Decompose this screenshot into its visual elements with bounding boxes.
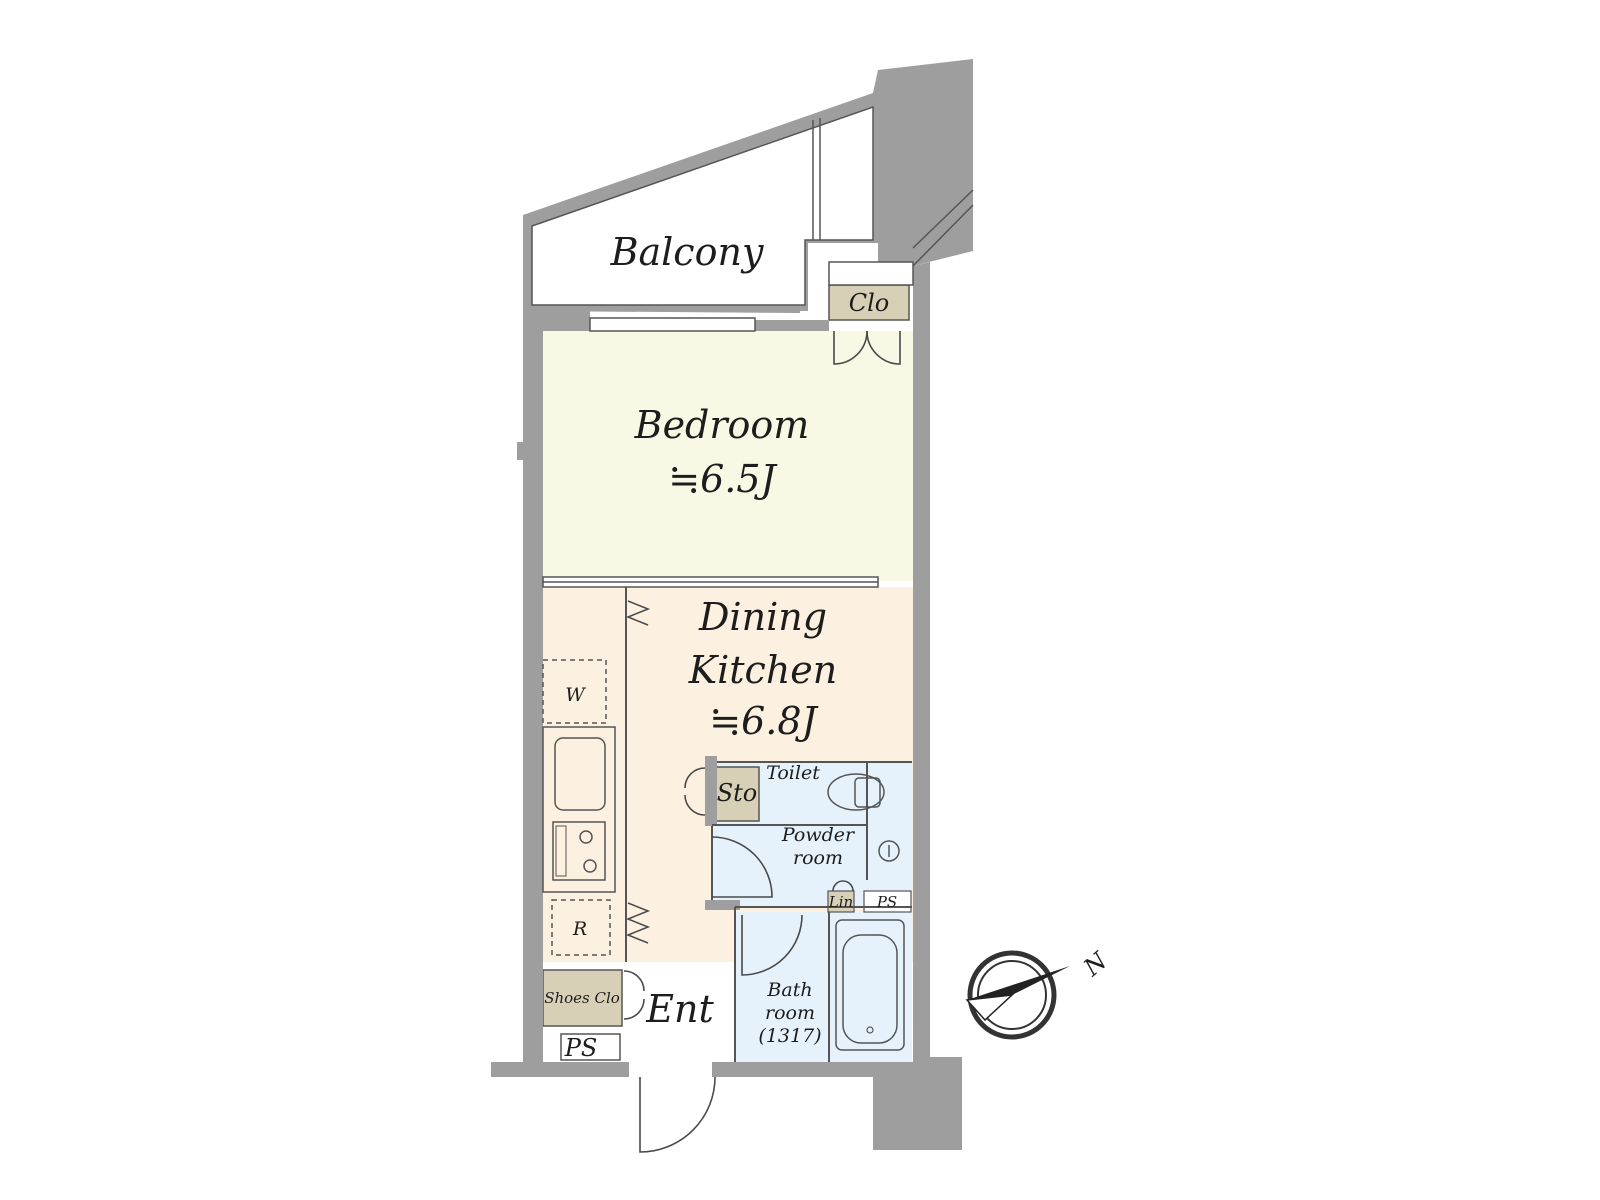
dining-label-line1: Dining (698, 595, 827, 639)
kitchen-sink (554, 737, 606, 811)
bedroom-area (543, 331, 913, 581)
bedroom-top-window (589, 317, 756, 332)
right-wall-column (878, 59, 973, 266)
balcony-floor (531, 105, 874, 306)
entrance-area (629, 962, 732, 1062)
bedroom-area-label: ≒6.5J (668, 457, 777, 501)
powder-door (711, 836, 773, 898)
closet-door-left (833, 330, 868, 365)
bathroom-label-line3: (1317) (758, 1025, 821, 1047)
bedroom-label: Bedroom (634, 403, 810, 447)
closet-header (828, 261, 914, 286)
powder-label-line1: Powder (781, 824, 856, 846)
shoes-closet (542, 969, 623, 1027)
shoes-closet-door-2 (623, 998, 645, 1020)
bathroom-area (735, 912, 912, 1062)
bathroom-label-line1: Bath (766, 979, 812, 1001)
sto-door-lower (684, 794, 706, 816)
linen-label: Lin (828, 893, 853, 911)
entrance-door (639, 1076, 716, 1153)
powder-label-line2: room (793, 847, 843, 869)
bath-door (741, 914, 803, 976)
washer-label: W (565, 684, 586, 706)
right-exterior-wall (913, 262, 930, 1062)
powder-sink (878, 840, 900, 862)
balcony-label: Balcony (610, 230, 764, 274)
compass-north-label: N (1078, 946, 1114, 982)
wet-area-wall-top (705, 756, 717, 826)
compass-ring-inner (977, 960, 1047, 1030)
refrigerator-space (551, 899, 611, 956)
folding-door-lower (625, 902, 651, 944)
compass-ring-outer (967, 950, 1057, 1040)
closet-label: Clo (849, 289, 890, 317)
toilet-bowl (827, 773, 885, 811)
ps-upper-label: PS (876, 893, 897, 911)
stove-burner-1 (579, 830, 593, 844)
wet-area-wall-mid (705, 900, 740, 910)
closet-door-right (866, 330, 901, 365)
bathtub (835, 919, 905, 1051)
dining-area-label: ≒6.8J (709, 699, 818, 743)
sto-door-upper (684, 767, 706, 789)
column-diag-2 (912, 189, 974, 249)
refrigerator-label: R (572, 918, 587, 940)
linen-door (832, 880, 854, 892)
bedroom-top-wall-left (523, 311, 590, 331)
storage-closet (715, 766, 760, 822)
toilet-tank (854, 777, 881, 808)
kitchen-stove (552, 821, 606, 881)
column-diag-1 (912, 204, 974, 267)
stove-burner-2 (583, 859, 597, 873)
entrance-label: Ent (645, 987, 714, 1031)
left-exterior-wall (523, 311, 543, 1062)
toilet-label: Toilet (766, 762, 820, 784)
bathtub-inner (842, 934, 898, 1044)
shoes-closet-label: Shoes Clo (544, 989, 620, 1007)
bathroom-label-line2: room (765, 1002, 815, 1024)
bedroom-top-wall-right (755, 320, 829, 331)
left-wall-nub (517, 442, 523, 460)
compass-needle-tail (965, 994, 1015, 1022)
bottom-wall-left (491, 1062, 629, 1077)
bathtub-drain (866, 1026, 874, 1034)
compass-needle (967, 966, 1070, 1000)
dining-label-line2: Kitchen (688, 648, 838, 692)
ps-lower-label: PS (564, 1034, 598, 1062)
shoes-closet-door-1 (623, 970, 645, 992)
folding-door-upper (625, 600, 651, 626)
compass (965, 950, 1070, 1040)
lower-right-column (873, 1057, 962, 1150)
washer-space (542, 659, 607, 724)
stove-panel (555, 825, 567, 877)
storage-label: Sto (717, 779, 758, 807)
ps-lower-box (560, 1033, 621, 1061)
